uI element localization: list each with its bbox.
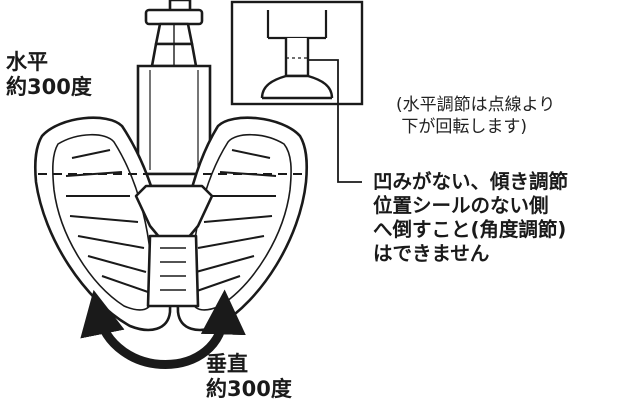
horizontal-rotation-label: 水平 約300度 [6, 50, 92, 99]
vertical-rotation-arrow [80, 289, 246, 369]
fan-left [33, 116, 172, 332]
fan-right [176, 116, 309, 332]
detail-inset [230, 0, 364, 106]
center-joint [134, 184, 214, 308]
leader-line [308, 59, 362, 183]
warning-text: 凹みがない、傾き調節 位置シールのない側 へ倒すこと(角度調節) はできません [373, 170, 569, 265]
pole-mount [144, 0, 204, 68]
vertical-rotation-label: 垂直 約300度 [206, 352, 292, 401]
rotation-note: (水平調節は点線より 下が回転します) [396, 95, 556, 138]
